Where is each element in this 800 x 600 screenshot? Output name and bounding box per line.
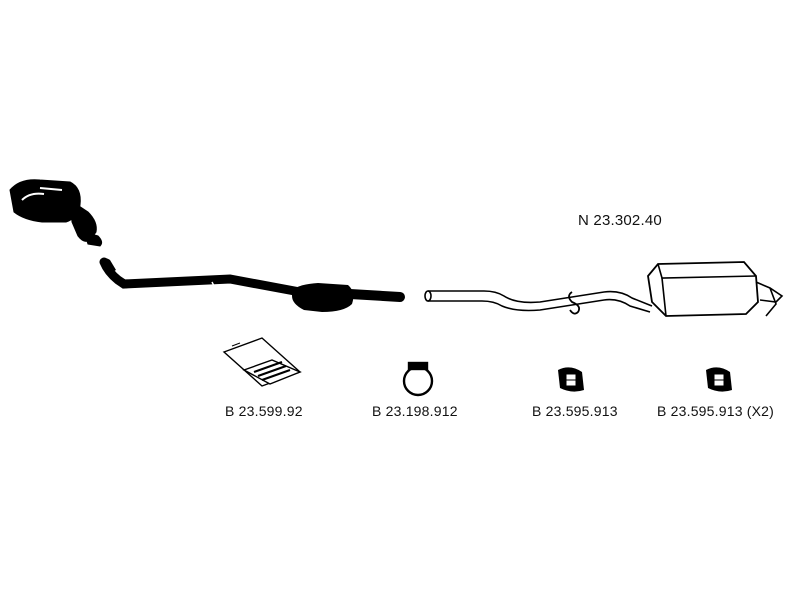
rear-silencer-assembly <box>424 261 784 317</box>
main-part-number: N 23.302.40 <box>578 212 662 229</box>
part-label-mounting-kit: B 23.599.92 <box>225 403 303 419</box>
mounting-kit-icon <box>222 337 302 387</box>
rubber-mount-icon <box>558 367 584 392</box>
part-label-clamp: B 23.198.912 <box>372 403 458 419</box>
part-label-rubber-mount-x2: B 23.595.913 (X2) <box>657 403 775 419</box>
rubber-mount-icon-x2 <box>706 367 732 392</box>
part-label-rubber-mount: B 23.595.913 <box>532 403 618 419</box>
front-downpipe <box>9 179 103 247</box>
front-flange <box>21 187 63 201</box>
catalytic-converter-pipe <box>99 257 405 312</box>
pipe-clamp-icon <box>402 361 434 397</box>
